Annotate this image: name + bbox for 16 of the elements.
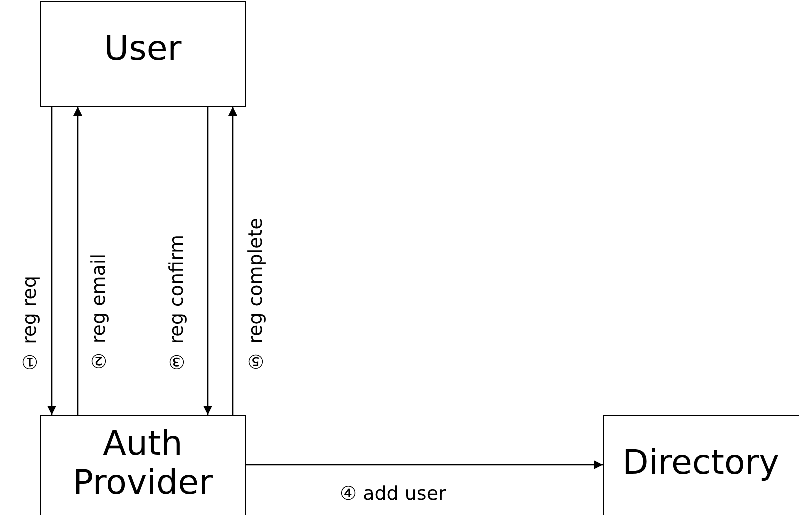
arrow (246, 460, 603, 470)
arrow (204, 107, 212, 415)
arrow (48, 107, 56, 415)
node-label: Directory (622, 444, 780, 484)
edge-label: ③ reg confirm (165, 234, 189, 372)
arrow (228, 107, 238, 415)
edge-label: ⑤ reg complete (244, 218, 268, 372)
node-label: Auth Provider (72, 424, 214, 504)
entity-box (40, 415, 246, 515)
entity-box (40, 1, 246, 107)
edge-label: ② reg email (87, 254, 111, 372)
node-label: User (104, 30, 182, 70)
arrow (74, 107, 82, 415)
edge-label: ④ add user (340, 482, 446, 506)
edge-label: ① reg req (18, 276, 42, 372)
entity-box (603, 415, 799, 515)
